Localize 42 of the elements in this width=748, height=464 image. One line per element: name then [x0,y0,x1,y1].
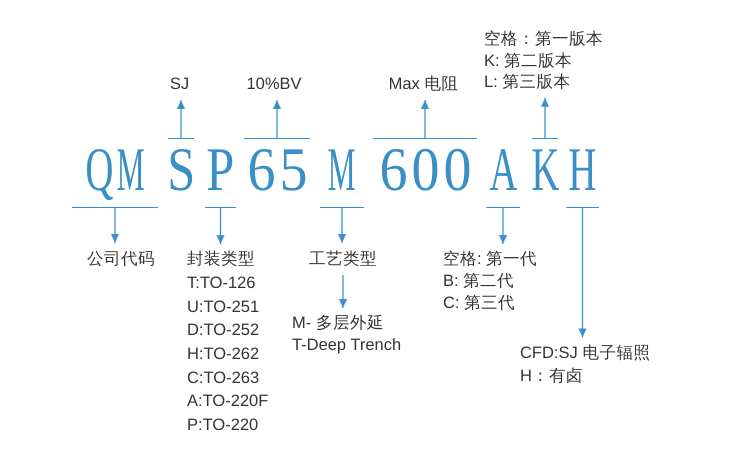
option-text: CFD:SJ 电子辐照 [520,342,650,364]
option-text: P:TO-220 [187,415,260,436]
annotation-label: 10%BV [246,72,302,96]
arrow [110,208,120,243]
arrow [272,100,282,138]
option-text: C:TO-263 [187,368,260,389]
option-text: L: 第三版本 [484,72,572,94]
option-text: T-Deep Trench [292,335,402,356]
arrow [578,208,587,338]
category-label: 封装类型 [187,249,256,270]
arrow [338,208,346,243]
option-text: D:TO-252 [187,320,260,342]
option-text: K: 第二版本 [484,50,574,72]
annotation-label: Max 电阻 [388,72,458,96]
arrow [420,100,430,138]
option-text: A:TO-220F [187,391,268,412]
option-text: 空格: 第一代 [443,249,538,270]
code-letters: 600 [378,145,472,203]
arrow [540,98,550,138]
code-letters: M [327,145,357,203]
code-letters: A [488,145,518,203]
arrow [338,275,348,308]
arrow [498,208,508,244]
code-letters: QM [84,145,146,203]
code-letters: P [206,145,236,203]
arrow [176,100,186,138]
option-text: H:TO-262 [187,344,260,365]
annotation-label: 公司代码 [87,247,155,271]
annotation-label: 工艺类型 [309,247,377,271]
option-text: T:TO-126 [187,272,256,294]
code-letters: K [530,145,560,203]
code-letters: 65 [246,145,308,203]
option-text: U:TO-251 [187,296,260,318]
annotation-label: SJ [170,72,190,96]
option-text: B: 第二代 [443,271,516,292]
option-text: M- 多层外延 [292,313,385,334]
option-text: C: 第三代 [443,293,516,314]
code-letters: S [166,145,196,203]
arrow [216,208,225,244]
code-letters: H [568,145,598,203]
option-text: H：有卤 [520,366,584,386]
option-text: 空格：第一版本 [484,29,603,50]
